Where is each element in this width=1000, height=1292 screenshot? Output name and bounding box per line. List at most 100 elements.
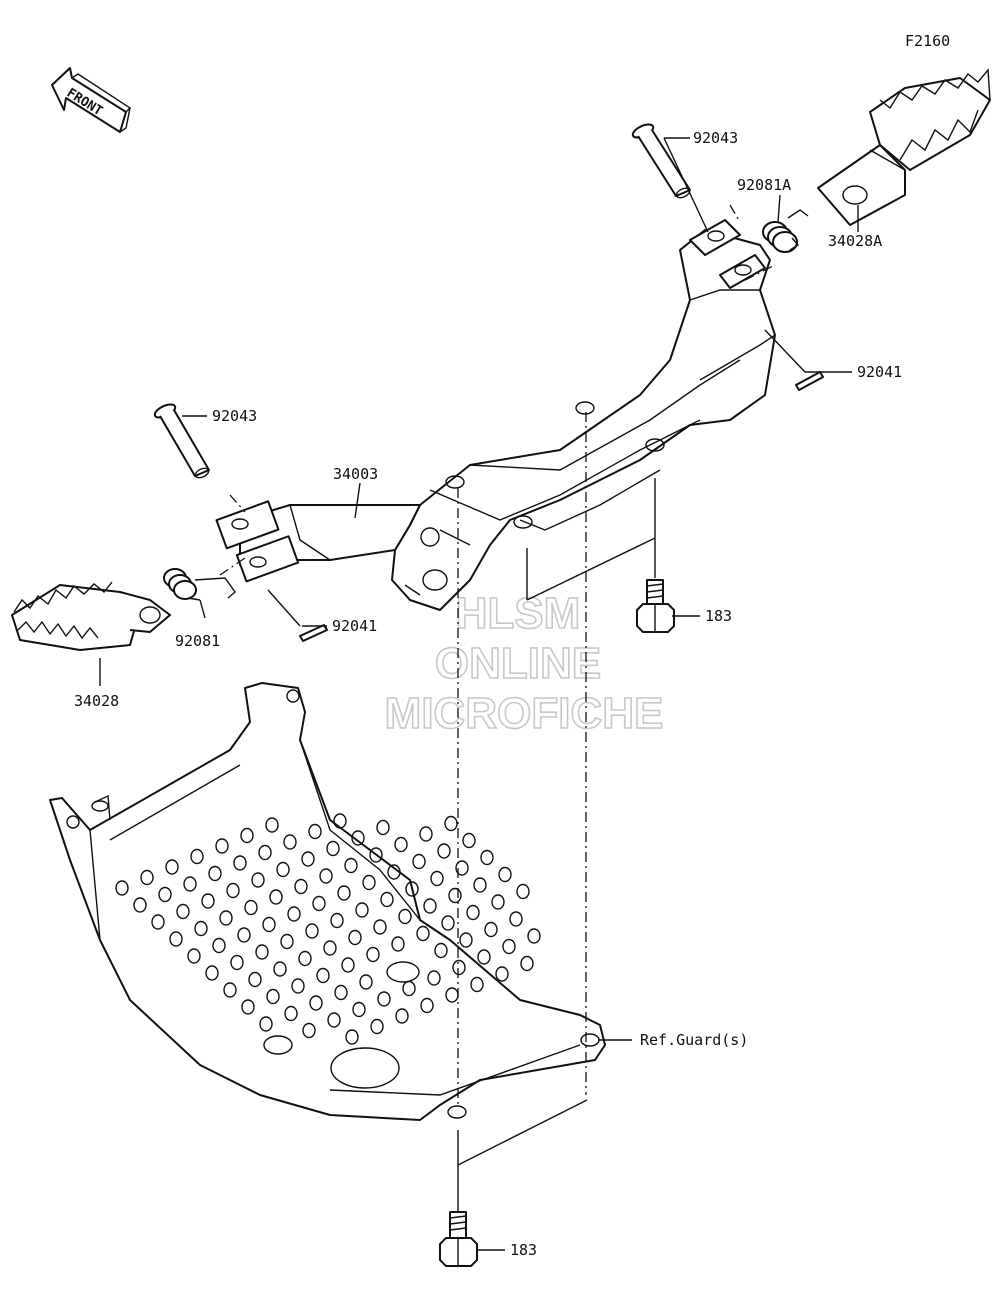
guard-hole: [423, 898, 437, 914]
guard-hole: [230, 954, 244, 971]
guard-hole: [334, 984, 348, 1001]
guard-hole: [302, 1022, 316, 1039]
guard-hole: [391, 936, 405, 952]
guard-hole: [248, 971, 262, 988]
footpeg-left-part: [11, 581, 171, 651]
step-bracket-part: [215, 219, 776, 611]
guard-hole: [452, 959, 466, 976]
guard-hole: [509, 911, 523, 927]
guard-hole: [219, 910, 233, 926]
guard-hole: [140, 869, 154, 886]
guard-hole: [352, 1001, 366, 1018]
guard-hole: [387, 864, 401, 880]
guard-hole: [398, 908, 412, 925]
guard-hole: [205, 965, 219, 981]
label-footpeg-left: 34028: [74, 692, 119, 710]
skid-guard-part: [49, 682, 606, 1121]
guard-hole: [473, 877, 487, 893]
center-lines: [219, 204, 776, 1105]
label-bolt-lower: 183: [510, 1241, 537, 1259]
guard-hole: [258, 844, 272, 861]
bolt-upper-part: [636, 579, 675, 633]
guard-hole: [187, 948, 201, 964]
guard-hole: [419, 826, 433, 842]
footpeg-right-part: [817, 68, 991, 226]
guard-hole: [319, 868, 333, 884]
guard-hole: [169, 931, 183, 947]
guard-hole: [376, 819, 390, 836]
guard-hole: [448, 887, 462, 904]
guard-hole: [362, 874, 376, 891]
guard-hole: [183, 876, 197, 892]
guard-hole: [226, 882, 240, 899]
guard-hole: [240, 827, 254, 844]
guard-hole: [215, 838, 229, 854]
guard-hole: [441, 915, 455, 931]
guard-hole: [244, 899, 258, 916]
guard-hole: [151, 914, 165, 930]
guard-hole: [348, 929, 362, 946]
guard-hole: [380, 891, 394, 908]
guard-hole: [212, 937, 226, 954]
label-spring-left: 92081: [175, 632, 220, 650]
guard-hole: [491, 894, 505, 910]
label-pin-left: 92043: [212, 407, 257, 425]
guard-hole: [366, 946, 380, 963]
guard-hole: [355, 902, 369, 918]
guard-hole: [373, 919, 387, 935]
guard-hole: [416, 925, 430, 942]
guard-hole: [377, 991, 391, 1007]
guard-hole: [284, 1005, 298, 1022]
guard-hole: [301, 851, 315, 867]
guard-hole: [283, 834, 297, 850]
cotter-pin-right-part: [795, 371, 824, 391]
guard-hole: [115, 880, 129, 896]
guard-hole: [516, 883, 530, 900]
guard-hole: [176, 903, 190, 920]
guard-hole: [158, 886, 172, 903]
clevis-pin-left-part: [153, 403, 210, 479]
guard-hole: [434, 942, 448, 959]
guard-hole: [190, 848, 204, 865]
label-guard-ref: Ref.Guard(s): [640, 1031, 748, 1049]
watermark-line-3: MICROFICHE: [385, 689, 664, 738]
guard-hole: [437, 843, 451, 859]
guard-hole: [462, 832, 476, 849]
guard-hole: [402, 980, 416, 997]
guard-hole: [498, 866, 512, 883]
spring-right-part: [762, 209, 809, 253]
guard-hole: [201, 893, 215, 909]
guard-hole: [477, 949, 491, 965]
guard-hole: [359, 974, 373, 990]
label-bracket: 34003: [333, 465, 378, 483]
guard-hole: [262, 916, 276, 933]
guard-hole: [298, 950, 312, 967]
guard-hole: [337, 885, 351, 901]
guard-hole: [309, 995, 323, 1011]
guard-hole: [273, 961, 287, 977]
guard-hole: [370, 1018, 384, 1035]
guard-hole: [444, 815, 458, 832]
guard-hole: [237, 927, 251, 943]
guard-hole: [395, 1008, 409, 1024]
guard-hole: [405, 881, 419, 897]
label-cotter-right: 92041: [857, 363, 902, 381]
guard-hole: [459, 932, 473, 948]
bolt-lower-part: [439, 1211, 478, 1267]
guard-hole: [165, 859, 179, 875]
guard-hole: [502, 938, 516, 955]
guard-hole: [351, 830, 365, 846]
guard-hole: [326, 840, 340, 857]
guard-hole: [520, 955, 534, 972]
guard-hole: [259, 1016, 273, 1032]
guard-hole: [330, 912, 344, 929]
guard-hole: [266, 988, 280, 1005]
guard-hole: [344, 857, 358, 874]
guard-hole: [394, 836, 408, 853]
guard-hole: [251, 872, 265, 888]
label-footpeg-right: 34028A: [828, 232, 882, 250]
guard-hole: [265, 817, 279, 833]
clevis-pin-right-part: [631, 123, 691, 199]
guard-hole: [327, 1012, 341, 1028]
